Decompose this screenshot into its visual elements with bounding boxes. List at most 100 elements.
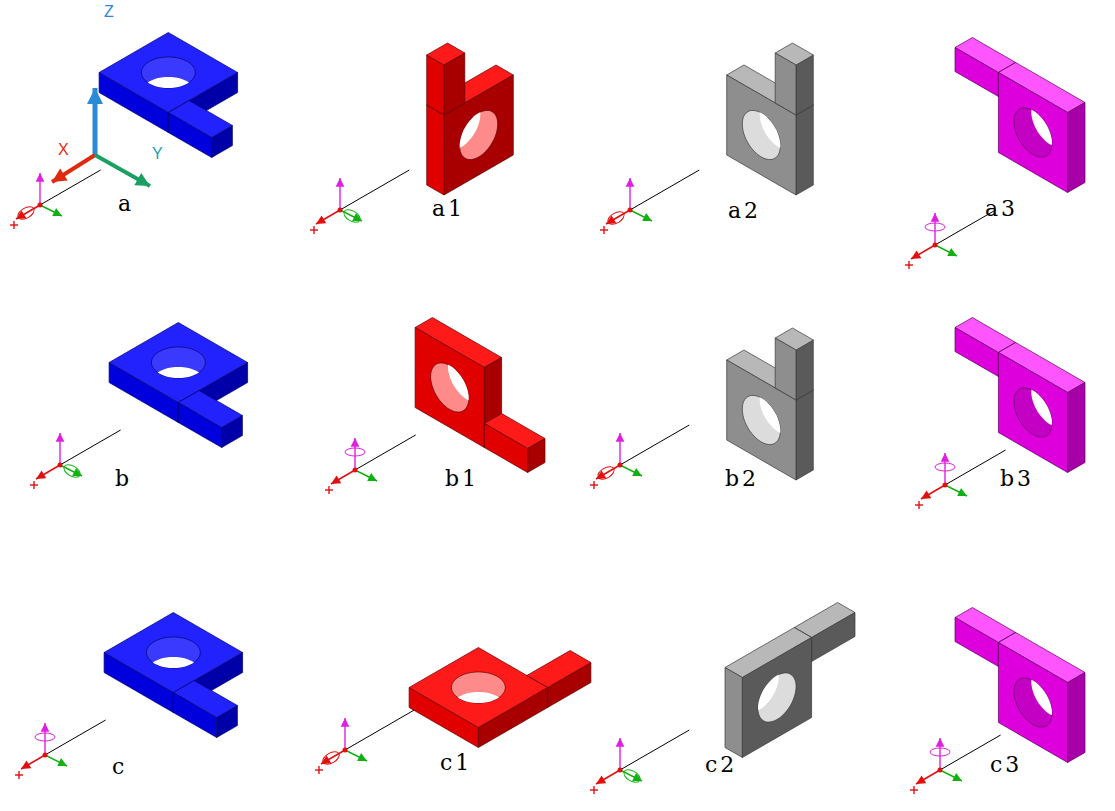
part-face bbox=[796, 390, 813, 480]
plus-mark bbox=[593, 481, 594, 489]
view-label: b2 bbox=[725, 468, 759, 490]
part-face bbox=[109, 323, 248, 403]
view-line bbox=[45, 720, 106, 755]
axis-line bbox=[316, 210, 340, 224]
axis-triad bbox=[30, 430, 121, 489]
axis-head bbox=[351, 438, 360, 447]
part-face bbox=[955, 618, 998, 667]
view-line bbox=[620, 730, 689, 770]
rotation-mark bbox=[930, 748, 950, 756]
axis-head bbox=[36, 470, 46, 479]
part-face bbox=[427, 105, 444, 195]
part-view bbox=[409, 648, 591, 748]
part-view bbox=[104, 613, 243, 738]
axis-head bbox=[52, 169, 68, 182]
rotation-mark bbox=[345, 448, 365, 456]
part-face bbox=[1068, 383, 1085, 473]
part-face bbox=[796, 55, 813, 115]
axis-origin bbox=[933, 243, 938, 248]
rotation-mark bbox=[321, 749, 342, 767]
view-line bbox=[945, 450, 1006, 485]
hole-opening bbox=[451, 692, 505, 723]
rotation-mark bbox=[935, 463, 955, 471]
plus-mark bbox=[313, 226, 314, 234]
axis-head bbox=[134, 173, 150, 186]
axis-origin bbox=[938, 768, 943, 773]
part-face bbox=[725, 668, 742, 758]
view-label: a bbox=[118, 193, 134, 215]
view-label: c3 bbox=[990, 754, 1022, 776]
axis-head bbox=[916, 775, 926, 784]
axis-origin bbox=[38, 203, 43, 208]
part-face bbox=[178, 391, 242, 428]
view-line bbox=[620, 425, 689, 465]
axis-triad bbox=[910, 735, 1001, 794]
view-line bbox=[40, 170, 101, 205]
axis-head bbox=[56, 433, 65, 442]
axis-triad bbox=[915, 450, 1006, 509]
axis-line bbox=[52, 155, 95, 182]
part-view bbox=[725, 603, 855, 758]
part-face bbox=[1068, 673, 1085, 763]
axis-triad bbox=[310, 170, 409, 234]
plus-mark bbox=[18, 771, 19, 779]
axis-line bbox=[345, 750, 367, 761]
axis-origin bbox=[338, 208, 343, 213]
axis-triad bbox=[590, 425, 689, 489]
part-view bbox=[727, 328, 814, 480]
view-label: b bbox=[115, 468, 132, 490]
axis-triad bbox=[315, 710, 414, 774]
axis-head bbox=[936, 738, 945, 747]
rotation-mark bbox=[342, 207, 363, 225]
part-face bbox=[409, 648, 547, 728]
part-face bbox=[998, 353, 1067, 473]
axis-head bbox=[367, 473, 377, 481]
world-axes bbox=[52, 88, 150, 186]
view-label: a2 bbox=[728, 200, 761, 222]
axis-head bbox=[931, 213, 940, 222]
plus-mark bbox=[328, 486, 329, 494]
part-view bbox=[99, 33, 238, 158]
axis-head bbox=[316, 215, 326, 224]
axis-label: Y bbox=[152, 146, 163, 162]
axis-label: X bbox=[58, 142, 69, 158]
part-view bbox=[109, 323, 248, 448]
axis-origin bbox=[43, 753, 48, 758]
axis-head bbox=[921, 490, 931, 499]
axis-line bbox=[355, 470, 377, 481]
view-line bbox=[345, 710, 414, 750]
axis-origin bbox=[343, 748, 348, 753]
axis-origin bbox=[943, 483, 948, 488]
axis-head bbox=[957, 488, 967, 496]
part-face bbox=[955, 328, 998, 377]
rotation-mark bbox=[35, 733, 55, 741]
part-face bbox=[812, 613, 855, 662]
view-label: a1 bbox=[432, 198, 465, 220]
axis-head bbox=[87, 88, 103, 104]
part-face bbox=[427, 55, 444, 115]
view-label: a3 bbox=[985, 198, 1018, 220]
part-face bbox=[444, 53, 465, 115]
axis-head bbox=[336, 178, 345, 187]
view-label: b1 bbox=[445, 468, 479, 490]
hole-opening bbox=[448, 353, 486, 402]
part-face bbox=[955, 48, 998, 97]
view-line bbox=[340, 170, 409, 210]
view-label: c bbox=[112, 756, 127, 778]
axis-line bbox=[916, 770, 940, 784]
hole-opening bbox=[741, 663, 779, 712]
axis-head bbox=[941, 453, 950, 462]
part-face bbox=[99, 33, 238, 113]
hole-opening bbox=[1031, 378, 1069, 427]
axis-head bbox=[952, 773, 962, 781]
axis-head bbox=[596, 775, 606, 784]
axis-line bbox=[331, 470, 355, 484]
rotation-mark bbox=[606, 209, 627, 227]
axis-triad bbox=[590, 730, 689, 794]
rotation-mark bbox=[62, 462, 83, 480]
view-line bbox=[60, 430, 121, 465]
axis-triad bbox=[600, 170, 699, 234]
part-face bbox=[1068, 103, 1085, 193]
view-label: c1 bbox=[440, 752, 472, 774]
